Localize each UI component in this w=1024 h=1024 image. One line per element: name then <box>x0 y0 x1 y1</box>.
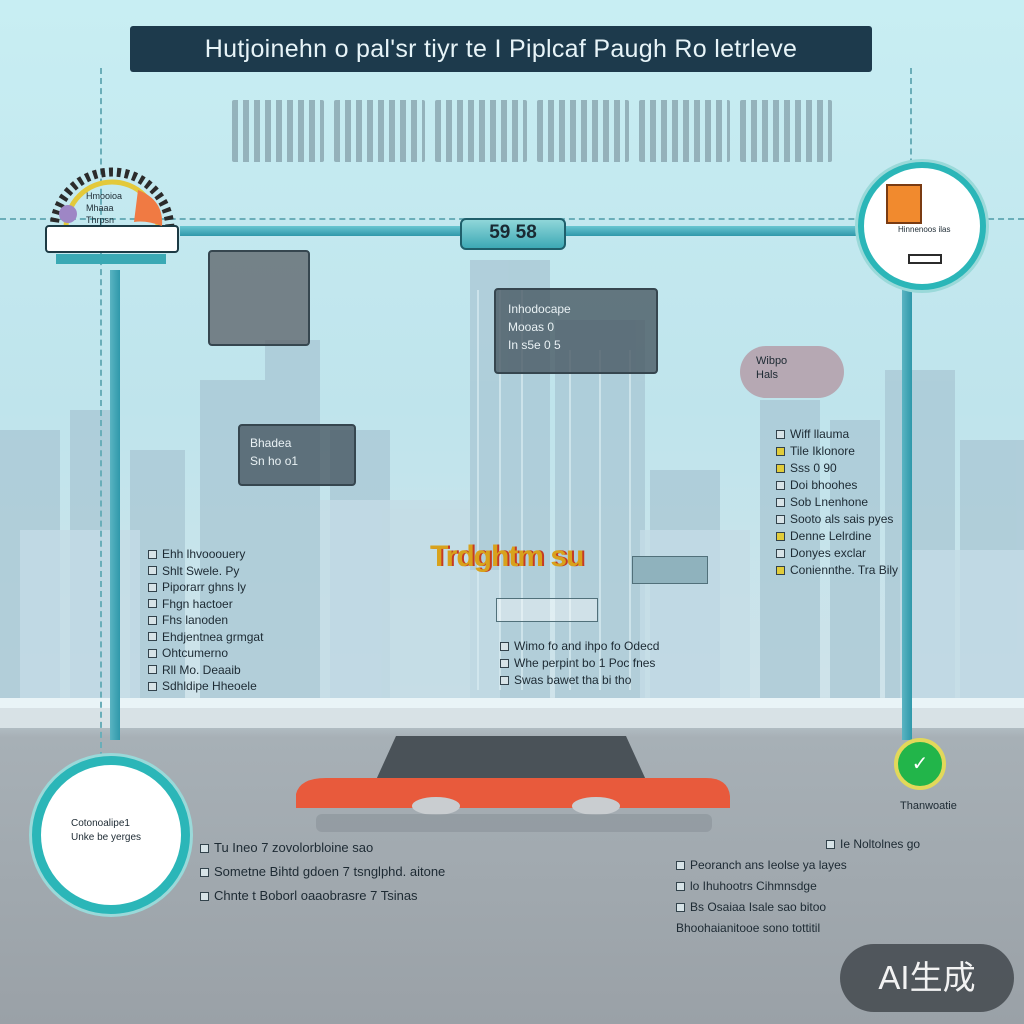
list-item: Wimo fo and ihpo fo Odecd <box>500 638 659 655</box>
list-item: Rll Mo. Deaaib <box>148 662 263 679</box>
list-item: Sdhldipe Hheoele <box>148 678 263 695</box>
left-panel-line-1: Bhadea <box>250 436 292 450</box>
bottom-circle-line-1: Cotonoalipe1 <box>71 818 130 829</box>
gauge-icon <box>45 167 179 264</box>
list-item: Sooto als sais pyes <box>776 511 898 528</box>
right-legend-list: Wiff llauma Tile Iklonore Sss 0 90 Doi b… <box>776 426 898 579</box>
center-panel-line-1: Inhodocape <box>508 302 571 316</box>
connector-left <box>110 270 120 740</box>
right-cloud-bubble: Wibpo Hals <box>740 346 844 398</box>
list-item: Wiff llauma <box>776 426 898 443</box>
right-info-circle: Hinnenoos ilas <box>858 162 986 290</box>
bottom-circle-text: Cotonoalipe1 Unke be yerges <box>71 817 141 845</box>
list-item: Coniennthe. Tra Bily <box>776 562 898 579</box>
headline-tag <box>632 556 708 584</box>
left-info-panel: Bhadea Sn ho o1 <box>238 424 356 486</box>
list-item: Fhgn hactoer <box>148 596 263 613</box>
bottom-right-label: Thanwoatie <box>900 800 957 812</box>
bottom-left-list: Tu Ineo 7 zovolorbloine sao Sometne Biht… <box>200 836 445 908</box>
left-legend-list: Ehh lhvooouery Shlt Swele. Py Piporarr g… <box>148 546 263 695</box>
list-item: Bs Osaiaa Isale sao bitoo <box>676 897 920 918</box>
list-item: Ohtcumerno <box>148 645 263 662</box>
list-item: Doi bhoohes <box>776 477 898 494</box>
center-info-panel: Inhodocape Mooas 0 In s5e 0 5 <box>494 288 658 374</box>
center-panel-line-3: In s5e 0 5 <box>508 338 561 352</box>
speed-gauge-card: Hmooioa Mhaaa Thrpsn <box>42 150 182 280</box>
list-item: Peoranch ans Ieolse ya layes <box>676 855 920 876</box>
list-item: Ehdjentnea grmgat <box>148 629 263 646</box>
list-item: Ie Noltolnes go <box>676 834 920 855</box>
list-item: Whe perpint bo 1 Poc fnes <box>500 655 659 672</box>
bottom-circle-line-2: Unke be yerges <box>71 832 142 843</box>
right-circle-bar <box>908 254 942 264</box>
list-item: Bhoohaianitooe sono tottitil <box>676 921 821 935</box>
list-item: Tile Iklonore <box>776 443 898 460</box>
list-item: Donyes exclar <box>776 545 898 562</box>
center-headline: Trdghtm su <box>430 540 584 573</box>
list-item: Sss 0 90 <box>776 460 898 477</box>
list-item: Shlt Swele. Py <box>148 563 263 580</box>
value-badge: 59 58 <box>460 218 566 250</box>
list-item: Tu Ineo 7 zovolorbloine sao <box>200 836 445 860</box>
ghost-header-blocks <box>232 100 833 162</box>
document-icon <box>886 184 922 224</box>
list-item: Ehh lhvooouery <box>148 546 263 563</box>
center-small-list: Wimo fo and ihpo fo Odecd Whe perpint bo… <box>500 638 659 689</box>
gauge-label-2: Mhaaa <box>86 203 114 213</box>
list-item: Swas bawet tha bi tho <box>500 672 659 689</box>
cloud-line-1: Wibpo <box>756 355 788 367</box>
left-panel-line-2: Sn ho o1 <box>250 454 299 468</box>
list-item: Chnte t Boborl oaaobrasre 7 Tsinas <box>200 884 445 908</box>
ground-band <box>0 708 1024 728</box>
headline-buttons <box>496 598 598 622</box>
list-item: Piporarr ghns ly <box>148 579 263 596</box>
list-item: Fhs lanoden <box>148 612 263 629</box>
ai-generated-badge: AI生成 <box>840 944 1014 1012</box>
guide-line-left <box>100 68 102 758</box>
check-circle-icon: ✓ <box>894 738 946 790</box>
list-item: lo Ihuhootrs Cihmnsdge <box>676 876 920 897</box>
gauge-label-3: Thrpsn <box>86 215 115 225</box>
list-item: Denne Lelrdine <box>776 528 898 545</box>
list-item: Sometne Bihtd gdoen 7 tsnglphd. aitone <box>200 860 445 884</box>
car-illustration <box>296 736 730 832</box>
cloud-line-2: Hals <box>756 369 779 381</box>
right-circle-label: Hinnenoos ilas <box>898 225 951 234</box>
page-title: Hutjoinehn o pal'sr tiyr te I Piplcaf Pa… <box>130 26 872 72</box>
center-panel-line-2: Mooas 0 <box>508 320 555 334</box>
gauge-label-1: Hmooioa <box>86 191 123 201</box>
bottom-left-circle: Cotonoalipe1 Unke be yerges <box>32 756 190 914</box>
connector-right <box>902 240 912 740</box>
gauge-card-labels: Hmooioa Mhaaa Thrpsn <box>86 190 122 226</box>
bottom-right-list: Ie Noltolnes go Peoranch ans Ieolse ya l… <box>676 834 920 939</box>
list-item: Sob Lnenhone <box>776 494 898 511</box>
gray-block <box>208 250 310 346</box>
